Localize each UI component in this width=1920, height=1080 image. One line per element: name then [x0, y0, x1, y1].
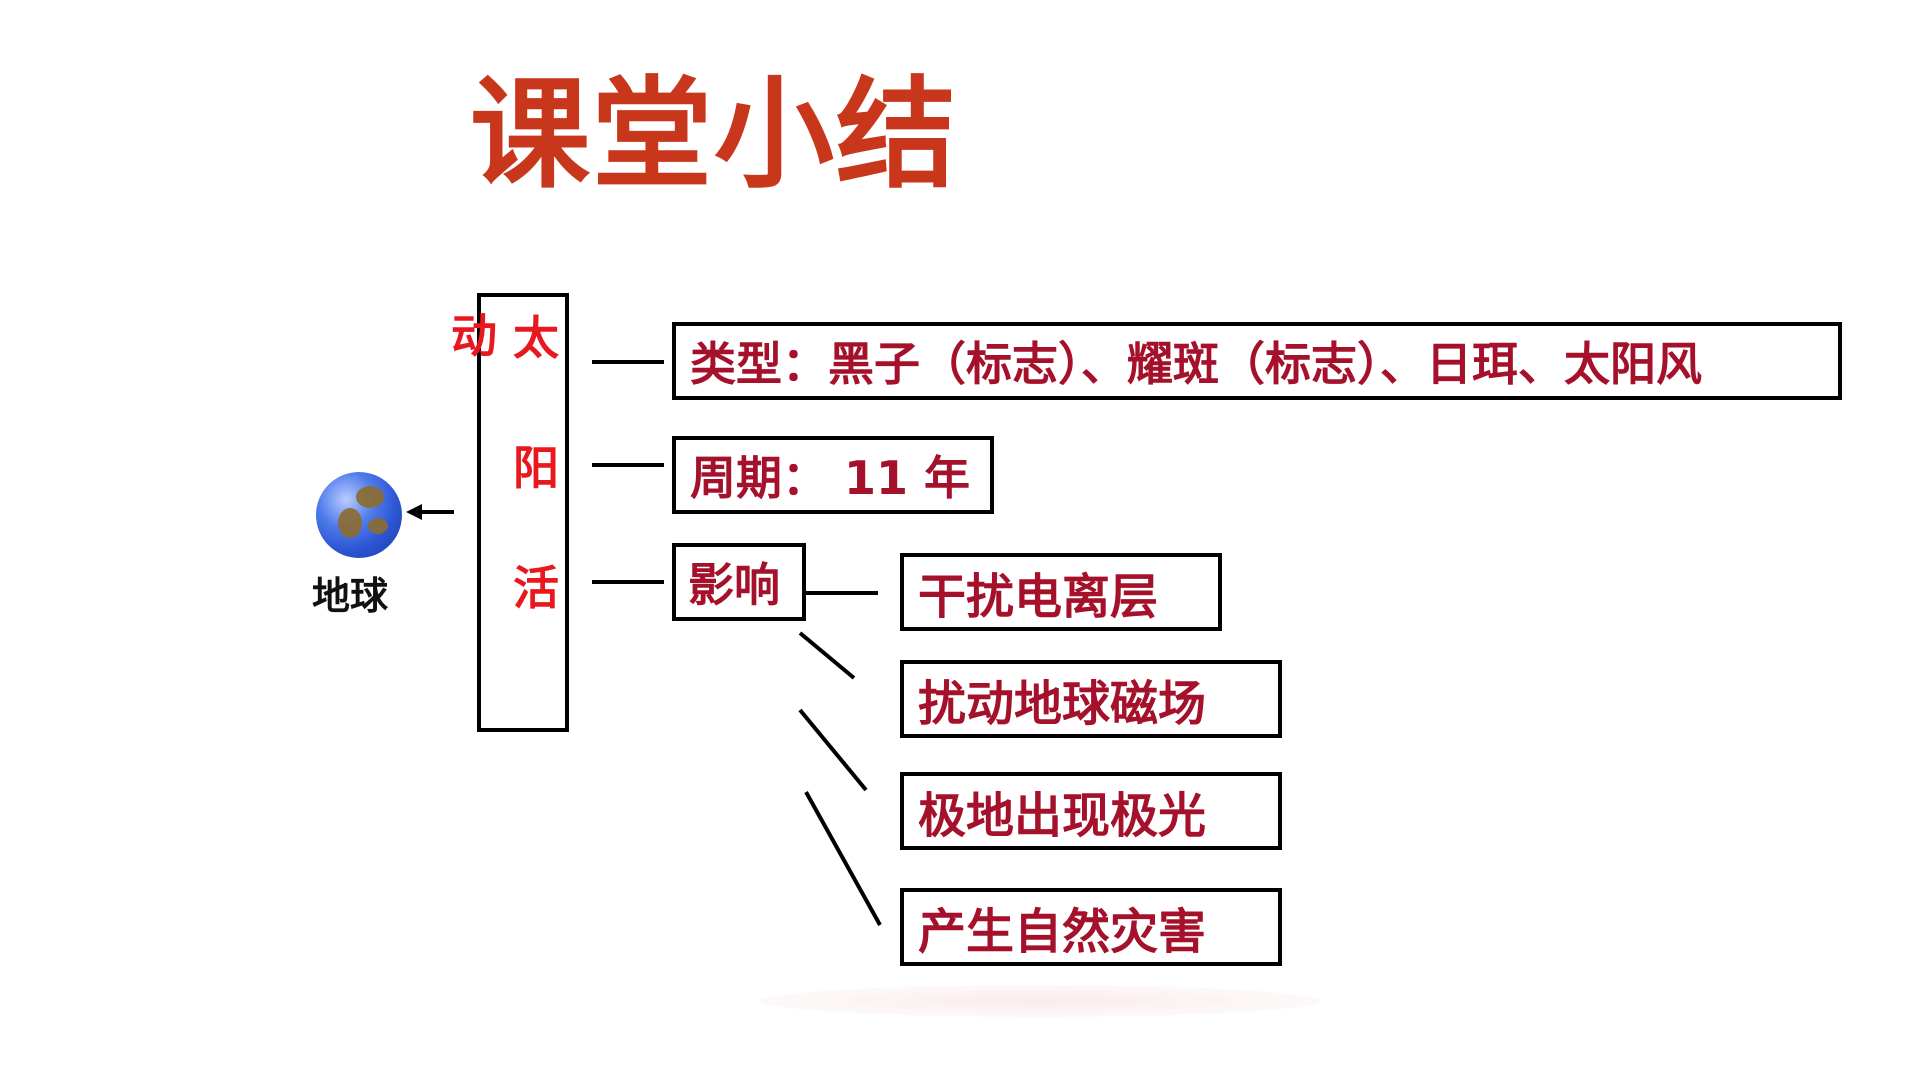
impact-text: 影响 [688, 558, 780, 612]
main-char-4: 活 [513, 561, 559, 615]
impact-item-4: 产生自然灾害 [918, 904, 1207, 960]
impact-box: 影响 [672, 543, 806, 621]
period-box: 周期： 11 年 [672, 436, 994, 514]
period-text: 周期： 11 年 [690, 451, 971, 505]
decorative-glow [760, 985, 1320, 1017]
earth-globe-icon [316, 472, 402, 558]
connector-impact-3 [798, 708, 868, 792]
connector-impact-2 [798, 631, 856, 680]
impact-item-box-2: 扰动地球磁场 [900, 660, 1282, 738]
main-char-2: 动 [451, 309, 497, 363]
main-char-3: 阳 [513, 441, 559, 495]
impact-item-1: 干扰电离层 [918, 569, 1159, 625]
types-text: 类型：黑子（标志）、耀斑（标志）、日珥、太阳风 [690, 337, 1702, 391]
slide-title: 课堂小结 [470, 66, 958, 205]
main-char-1: 太 [513, 311, 559, 365]
impact-item-3: 极地出现极光 [918, 788, 1207, 844]
impact-item-box-3: 极地出现极光 [900, 772, 1282, 850]
arrow-head [406, 504, 422, 520]
impact-item-2: 扰动地球磁场 [918, 676, 1207, 732]
main-node-box: 太 动 阳 活 [451, 293, 569, 732]
impact-item-box-1: 干扰电离层 [900, 553, 1222, 631]
types-box: 类型：黑子（标志）、耀斑（标志）、日珥、太阳风 [672, 322, 1842, 400]
connector-impact-4 [804, 791, 882, 926]
earth-label: 地球 [312, 574, 389, 618]
impact-item-box-4: 产生自然灾害 [900, 888, 1282, 966]
